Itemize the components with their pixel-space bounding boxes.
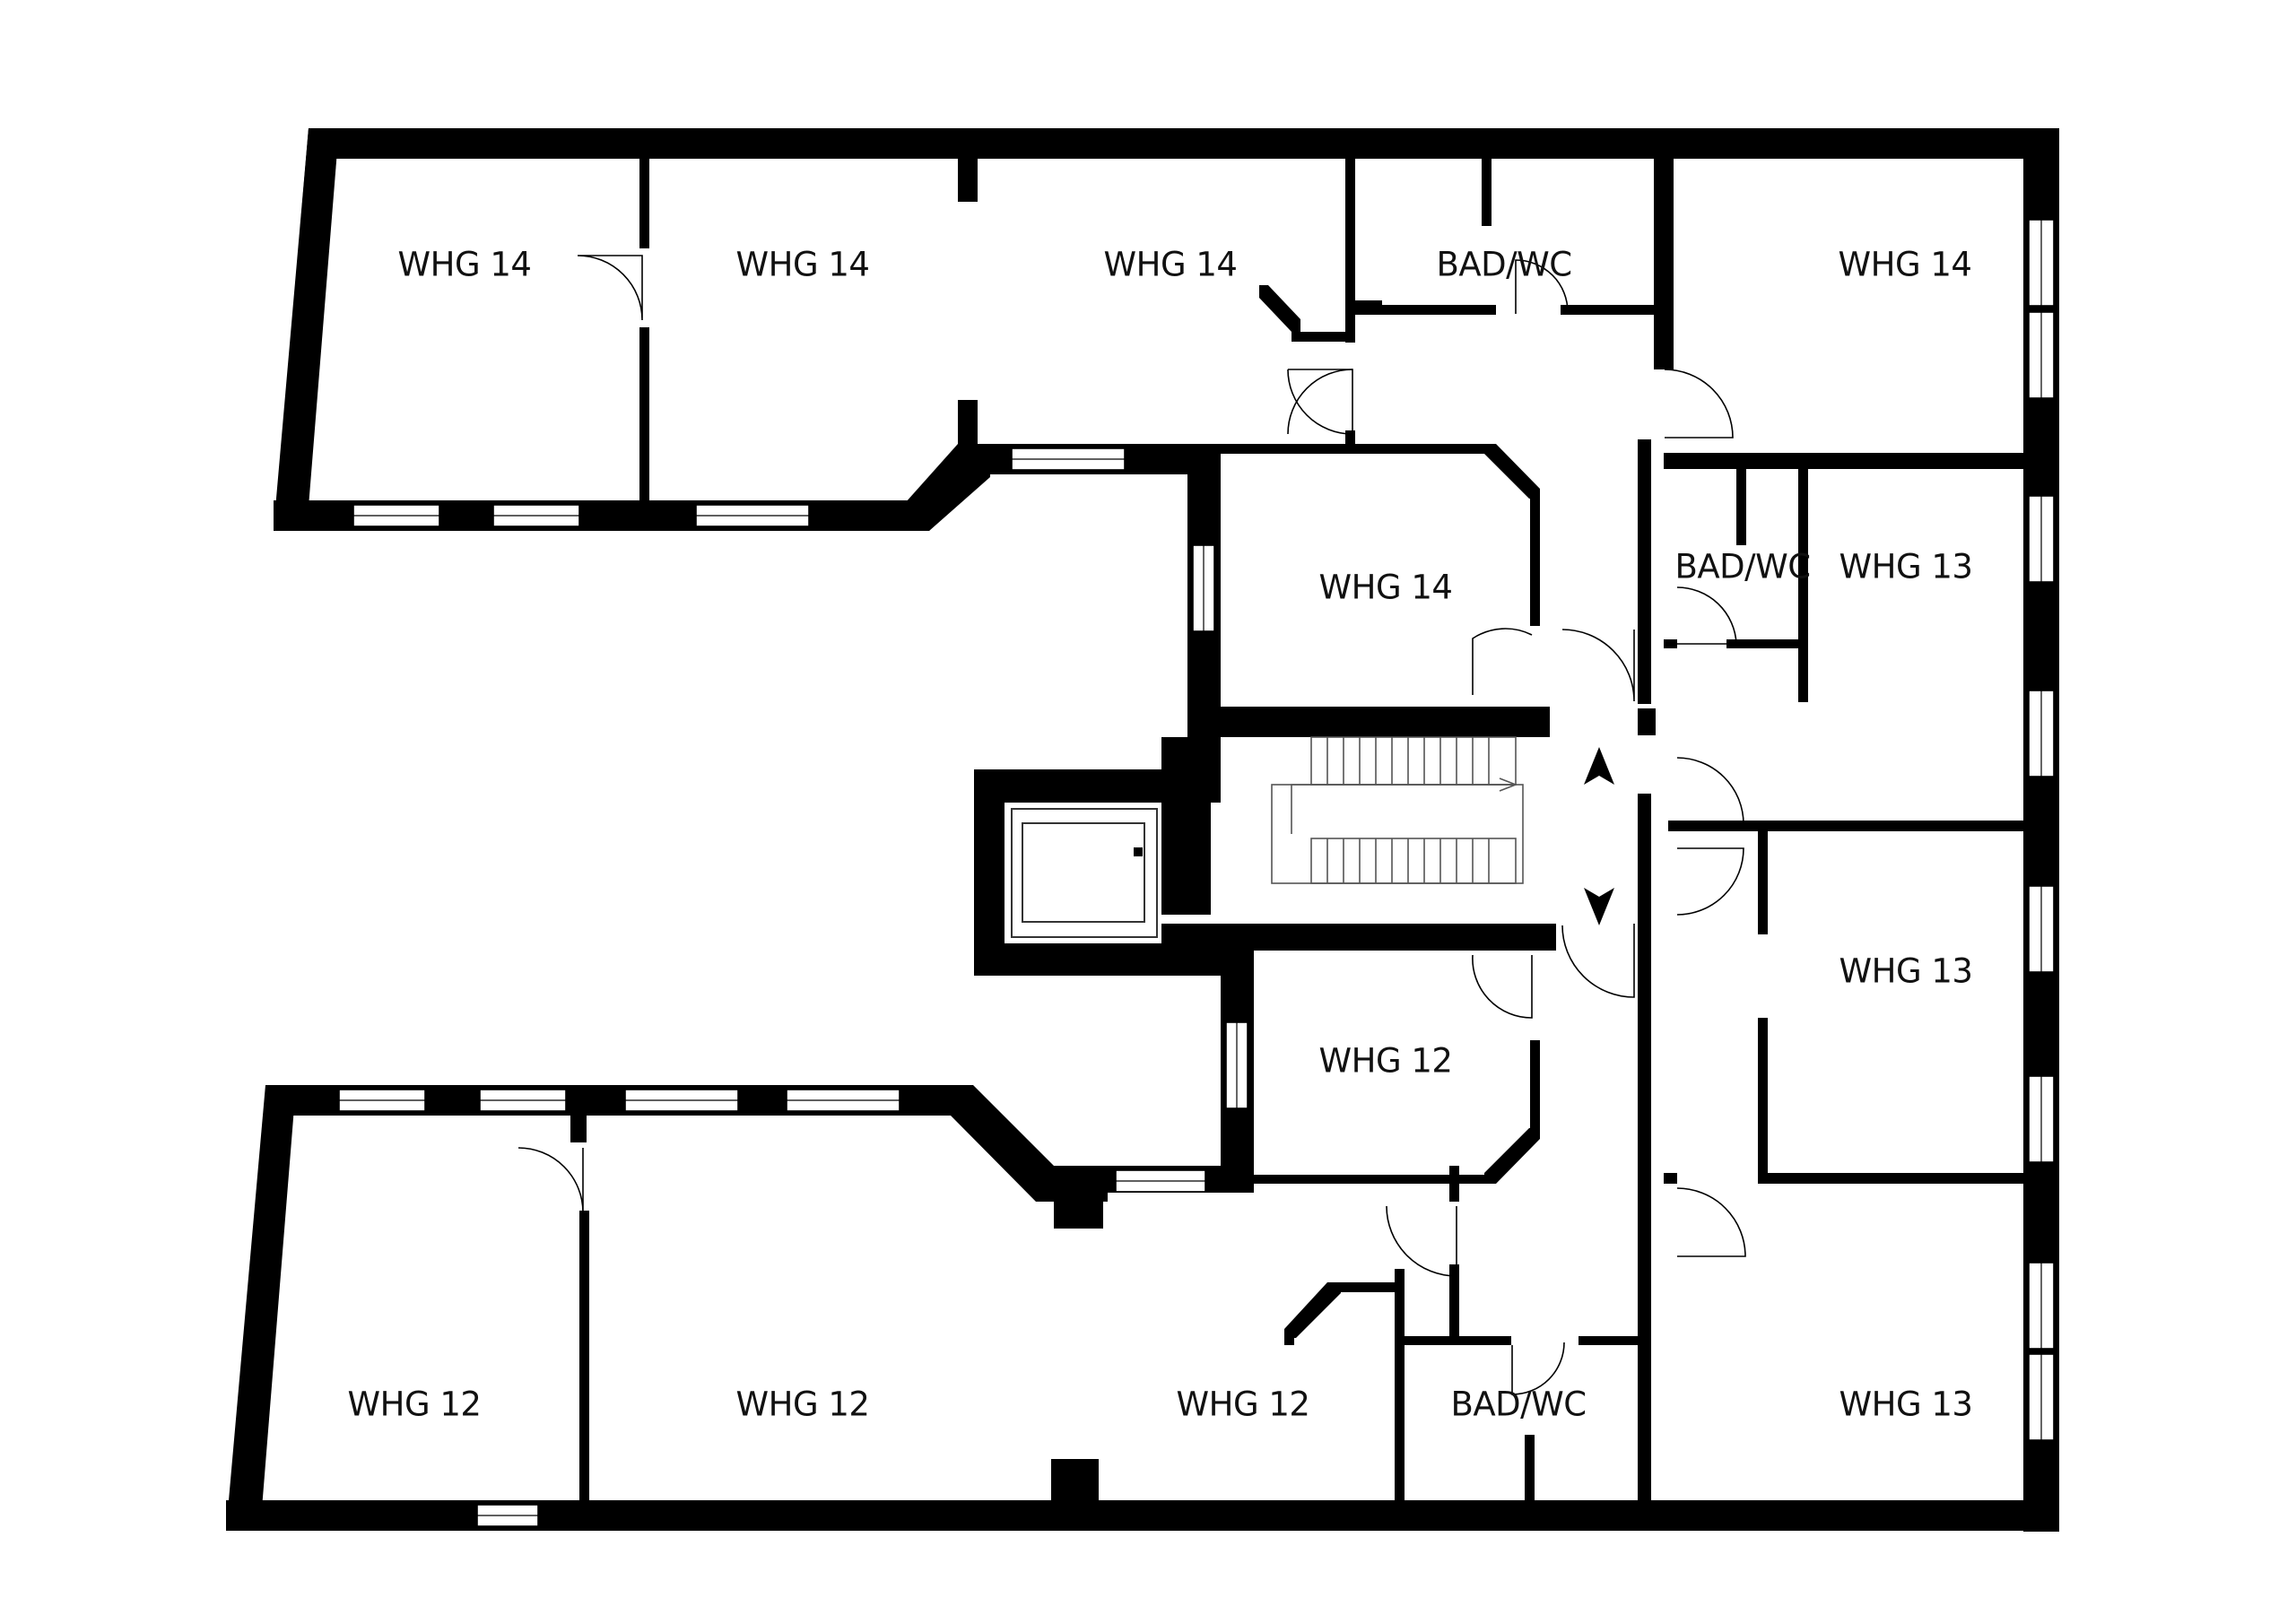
window	[479, 1089, 567, 1112]
room-label-whg14-center: WHG 14	[1319, 569, 1453, 607]
door-swing	[1515, 259, 1569, 314]
window	[1192, 544, 1215, 632]
room-label-whg14-b: WHG 14	[736, 246, 870, 284]
window	[786, 1089, 900, 1112]
door-swing	[1561, 629, 1635, 702]
window	[2028, 690, 2055, 777]
room-label-whg12-b: WHG 12	[736, 1385, 870, 1424]
door-swing	[1511, 1342, 1565, 1395]
door-swing	[1664, 369, 1734, 439]
room-label-whg12-center: WHG 12	[1319, 1042, 1453, 1081]
room-label-bad-bottom: BAD/WC	[1450, 1385, 1586, 1424]
room-label-whg12-a: WHG 12	[348, 1385, 482, 1424]
room-label-whg13-mid: WHG 13	[1839, 952, 1973, 991]
door-swing	[517, 1147, 584, 1213]
north-arrow-up-icon	[1584, 747, 1614, 785]
room-label-whg13-top: WHG 13	[1839, 548, 1973, 586]
stair-direction-arrow-icon	[1291, 777, 1518, 834]
window	[2028, 885, 2055, 973]
window	[2028, 1353, 2055, 1441]
room-label-whg13-bottom: WHG 13	[1839, 1385, 1973, 1424]
room-label-bad-right: BAD/WC	[1674, 548, 1810, 586]
window	[492, 504, 580, 527]
window	[624, 1089, 739, 1112]
room-label-whg12-c: WHG 12	[1177, 1385, 1310, 1424]
window	[2028, 495, 2055, 583]
room-label-bad-top: BAD/WC	[1436, 246, 1571, 284]
door-swing	[1287, 369, 1353, 435]
door-swing	[1472, 954, 1533, 1019]
room-labels: WHG 14 WHG 14 WHG 14 BAD/WC WHG 14 WHG 1…	[348, 246, 1973, 1424]
window	[1225, 1021, 1248, 1109]
room-label-whg14-c: WHG 14	[1104, 246, 1238, 284]
window	[476, 1504, 539, 1527]
room-label-whg14-right: WHG 14	[1839, 246, 1972, 284]
window	[338, 1089, 426, 1112]
door-swing	[577, 255, 643, 321]
walls	[226, 128, 2059, 1532]
window	[1011, 447, 1126, 471]
doors	[517, 255, 1746, 1395]
window	[1115, 1169, 1206, 1193]
windows	[338, 219, 2055, 1527]
staircase	[1271, 736, 1524, 884]
window	[695, 504, 810, 527]
window	[2028, 219, 2055, 307]
window	[2028, 311, 2055, 399]
window	[352, 504, 440, 527]
window	[2028, 1075, 2055, 1163]
door-swing	[1386, 1205, 1457, 1277]
elevator-icon	[1011, 808, 1158, 938]
door-swing	[1676, 757, 1744, 825]
door-swing	[1676, 847, 1744, 916]
north-arrow-down-icon	[1584, 888, 1614, 925]
door-swing	[1676, 1187, 1746, 1257]
door-swing	[1287, 369, 1353, 435]
door-swing	[1676, 586, 1737, 645]
window	[2028, 1262, 2055, 1350]
room-label-whg14-a: WHG 14	[398, 246, 532, 284]
door-swing	[1472, 628, 1533, 695]
door-swing	[1561, 924, 1635, 998]
